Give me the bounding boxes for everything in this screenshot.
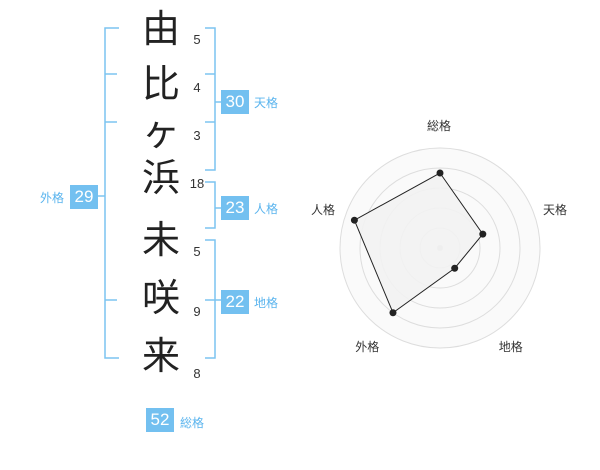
soukaku-label: 総格 — [180, 416, 205, 430]
tenkaku-bracket — [205, 27, 216, 171]
name-char: 由 — [141, 7, 180, 51]
soukaku-value-badge: 52 — [146, 408, 174, 432]
name-char: 浜 — [141, 156, 180, 200]
name-char: 咲 — [141, 276, 180, 320]
stroke-count: 5 — [193, 244, 201, 259]
stroke-count: 4 — [193, 80, 201, 95]
radar-grid-ring — [359, 167, 521, 329]
radar-axis-label: 外格 — [355, 339, 380, 354]
tenkaku-label: 天格 — [254, 96, 279, 110]
stroke-count: 9 — [193, 304, 201, 319]
radar-axis-label: 総格 — [427, 119, 452, 133]
radar-axis-label: 天格 — [543, 203, 568, 218]
gaikaku-label: 外格 — [40, 191, 65, 205]
name-char: 比 — [141, 62, 180, 106]
chikaku-label: 地格 — [254, 296, 279, 310]
name-char: 来 — [141, 334, 180, 378]
jinkaku-label: 人格 — [254, 202, 279, 216]
jinkaku-bracket — [205, 181, 216, 229]
stroke-count: 5 — [193, 32, 201, 47]
radar-point — [479, 230, 487, 238]
radar-point — [389, 309, 397, 317]
stroke-count: 8 — [193, 366, 201, 381]
stroke-count: 18 — [189, 176, 205, 191]
radar-area — [353, 172, 484, 314]
stroke-count: 3 — [193, 128, 201, 143]
chikaku-bracket — [205, 239, 216, 359]
radar-point — [350, 216, 358, 224]
name-char: 未 — [141, 218, 180, 262]
radar-axis-label: 地格 — [498, 339, 523, 354]
radar-point — [451, 264, 459, 272]
tenkaku-value-badge: 30 — [221, 90, 249, 114]
name-char: ヶ — [141, 110, 180, 154]
gaikaku-value-badge: 29 — [70, 185, 98, 209]
radar-point — [436, 169, 444, 177]
jinkaku-value-badge: 23 — [221, 196, 249, 220]
chikaku-value-badge: 22 — [221, 290, 249, 314]
gaikaku-bracket — [104, 27, 119, 359]
radar-axis-label: 人格 — [310, 203, 335, 218]
